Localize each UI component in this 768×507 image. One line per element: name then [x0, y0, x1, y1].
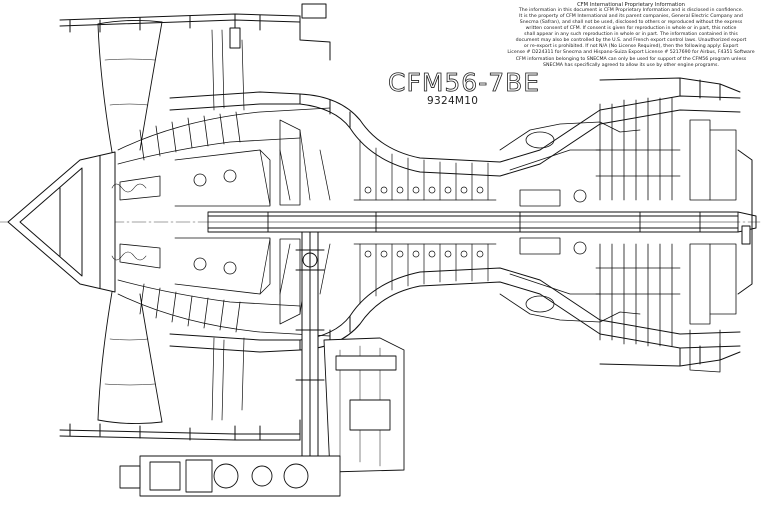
transfer-gearbox	[323, 337, 405, 473]
drawing-part-number: 9324M10	[427, 95, 479, 107]
notice-body: The information in this document is CFM …	[495, 8, 767, 55]
core-flowpath-lower	[169, 267, 741, 367]
hpc-stages-lower	[259, 238, 497, 315]
notice-line: shall appear in any such reproduction in…	[524, 31, 738, 37]
hpc-stages-upper	[259, 129, 497, 206]
accessory-gearbox	[119, 455, 341, 497]
fan-blade-upper	[97, 19, 163, 153]
notice-footer-line: SNECMA has specifically agreed to allow …	[543, 63, 719, 69]
fan-case-lower	[59, 419, 301, 441]
notice-line: It is the property of CFM International …	[519, 14, 743, 20]
notice-line: written consent of CFM. If consent is gi…	[525, 25, 737, 31]
combustor-turbine-lower	[499, 237, 737, 373]
fan-outlet-guide-vanes	[211, 29, 245, 421]
booster-stage-lower	[111, 243, 331, 337]
notice-line: or re-export is prohibited. If not N/A (…	[523, 43, 739, 49]
spinner-cone	[7, 151, 116, 293]
notice-footer-line: CFM information belonging to SNECMA can …	[515, 57, 747, 63]
notice-line: The information in this document is CFM …	[518, 8, 744, 14]
notice-footer: CFM information belonging to SNECMA can …	[495, 57, 767, 69]
notice-line: Snecma (Safran), and shall not be used, …	[519, 20, 743, 26]
combustor-turbine-upper	[499, 97, 737, 207]
fan-hub-frame	[174, 119, 301, 325]
booster-stage-upper	[111, 107, 331, 201]
notice-line: License # D224311 for Snecma and Hispano…	[507, 49, 755, 55]
notice-header: CFM International Proprietary Informatio…	[577, 2, 685, 8]
drawing-title: CFM56-7BE	[388, 68, 541, 98]
core-flowpath-upper	[169, 77, 741, 177]
main-shaft	[207, 211, 739, 233]
fan-case-upper	[59, 3, 331, 61]
fan-blade-lower	[97, 291, 163, 425]
exhaust-section	[737, 149, 757, 295]
proprietary-notice: CFM International Proprietary Informatio…	[495, 2, 767, 69]
notice-line: document may also be controlled by the U…	[515, 37, 747, 43]
